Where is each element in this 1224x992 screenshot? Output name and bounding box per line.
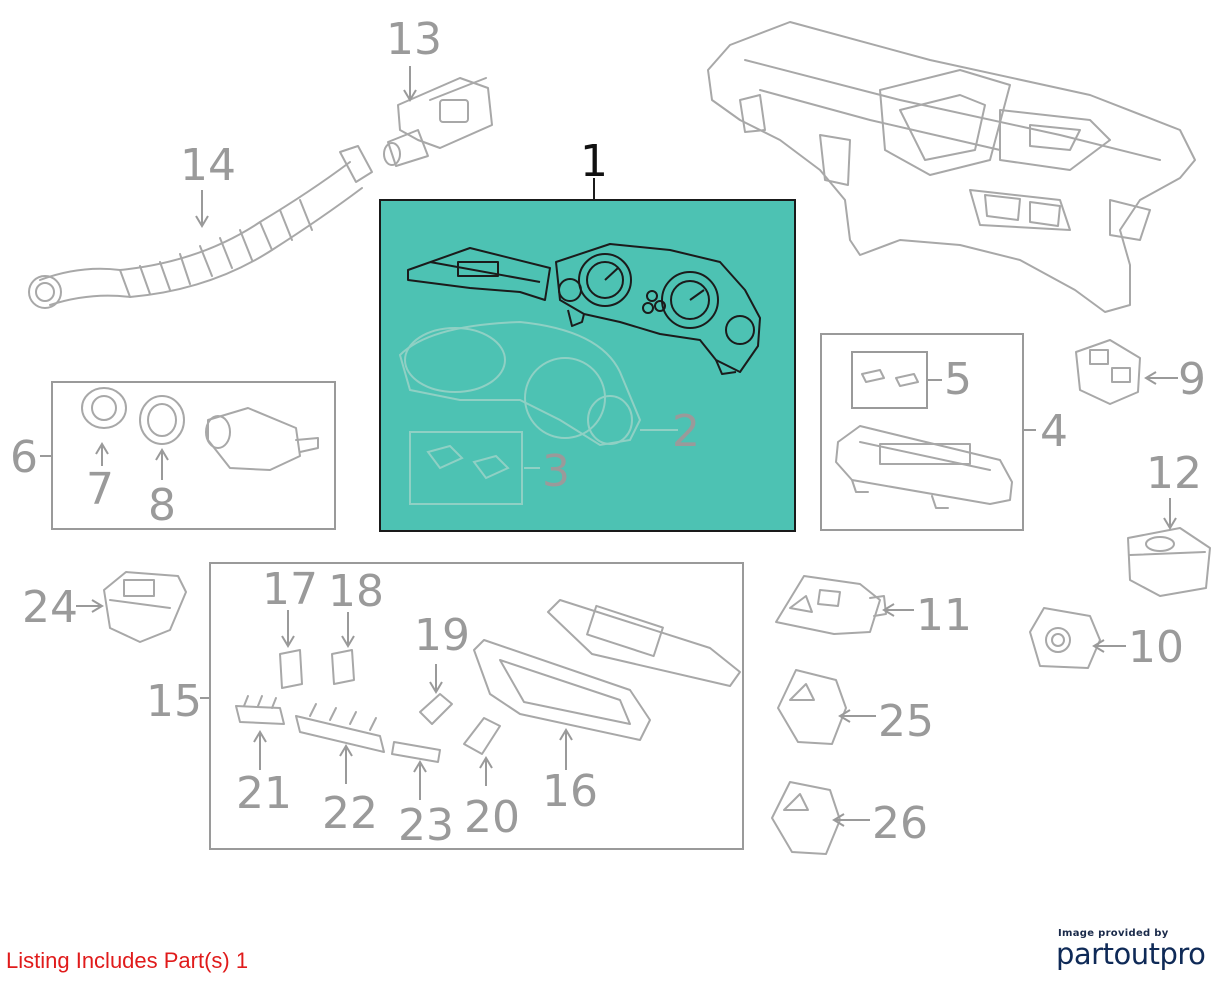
part-10-switch bbox=[1029, 607, 1126, 669]
callout-4: 4 bbox=[1040, 406, 1068, 457]
callout-23: 23 bbox=[398, 800, 454, 851]
credit-caption: Image provided by bbox=[1058, 928, 1169, 939]
callout-9: 9 bbox=[1178, 354, 1206, 405]
callout-10: 10 bbox=[1128, 622, 1184, 673]
part-26-switch bbox=[771, 781, 870, 855]
callout-20: 20 bbox=[464, 792, 520, 843]
callout-13: 13 bbox=[386, 14, 442, 65]
part-15-group bbox=[200, 562, 744, 850]
callout-8: 8 bbox=[148, 480, 176, 531]
callout-11: 11 bbox=[916, 590, 972, 641]
callout-21: 21 bbox=[236, 768, 292, 819]
callout-12: 12 bbox=[1146, 448, 1202, 499]
callout-25: 25 bbox=[878, 696, 934, 747]
callout-5: 5 bbox=[944, 354, 972, 405]
listing-note: Listing Includes Part(s) 1 bbox=[6, 948, 249, 973]
credit-logo: Image provided by partoutpro bbox=[1056, 928, 1206, 971]
callout-15: 15 bbox=[146, 676, 202, 727]
callout-2: 2 bbox=[672, 406, 700, 457]
callout-19: 19 bbox=[414, 610, 470, 661]
callout-22: 22 bbox=[322, 788, 378, 839]
part-14-hose bbox=[28, 145, 373, 309]
part-24-switch bbox=[76, 571, 187, 643]
part-13-sensor bbox=[383, 66, 493, 167]
callout-24: 24 bbox=[22, 582, 78, 633]
part-12-switch bbox=[1127, 498, 1211, 597]
callout-26: 26 bbox=[872, 798, 928, 849]
callout-3: 3 bbox=[542, 446, 570, 497]
callout-1: 1 bbox=[580, 136, 608, 187]
part-1-cluster-assembly bbox=[379, 178, 796, 532]
dashboard-outline bbox=[707, 21, 1196, 313]
callout-14: 14 bbox=[180, 140, 236, 191]
callout-16: 16 bbox=[542, 766, 598, 817]
callout-6: 6 bbox=[10, 432, 38, 483]
part-25-switch bbox=[777, 669, 876, 745]
part-6-group bbox=[40, 381, 336, 530]
part-4-group bbox=[820, 333, 1036, 531]
callout-18: 18 bbox=[328, 566, 384, 617]
part-11-switch bbox=[775, 575, 914, 635]
part-9-switch bbox=[1075, 339, 1178, 405]
callout-7: 7 bbox=[86, 464, 114, 515]
callout-17: 17 bbox=[262, 564, 318, 615]
brand-logo-text: partoutpro bbox=[1056, 937, 1206, 971]
